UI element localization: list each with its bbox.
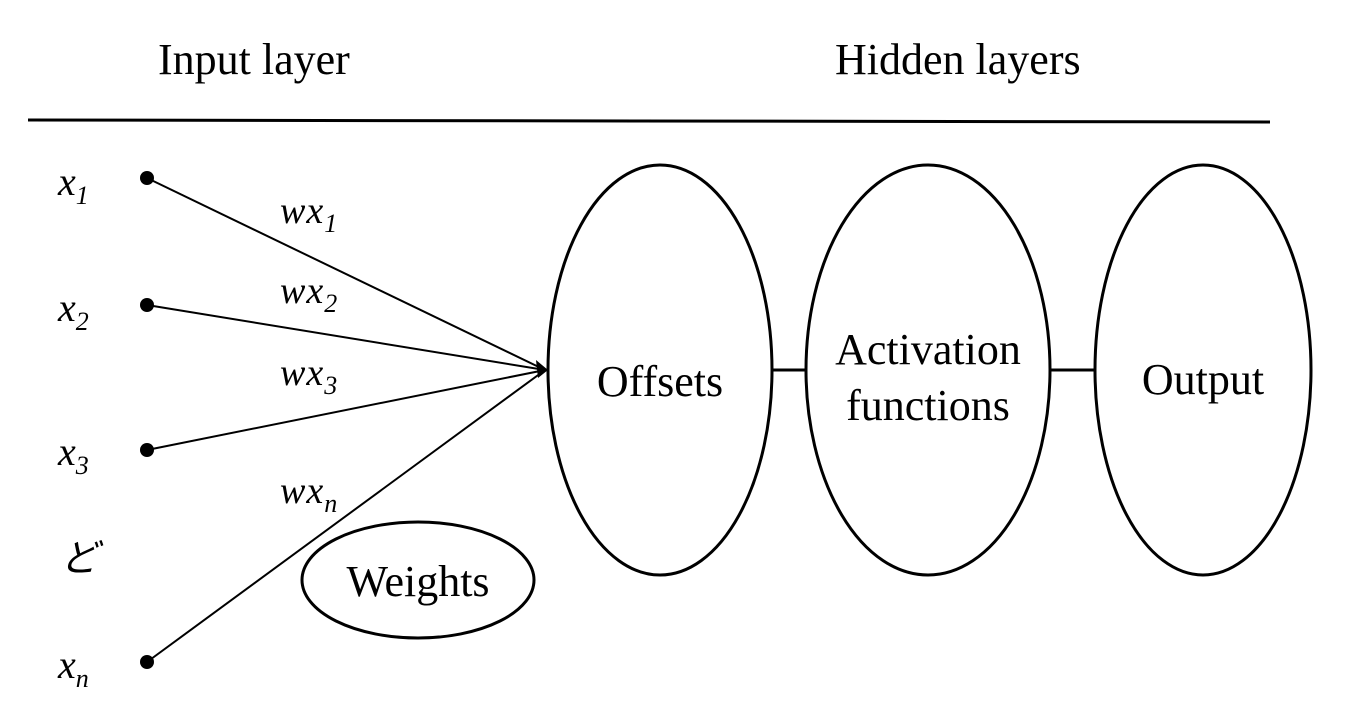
weight-label-wx2: wx2	[280, 270, 339, 318]
input-label-xn: xn	[58, 642, 89, 693]
activation-label-line1: Activation	[835, 325, 1021, 374]
input-label-x1: x1	[58, 159, 89, 210]
header-divider	[27, 118, 1271, 124]
input-ellipsis: ど	[60, 538, 99, 580]
output-label: Output	[1141, 355, 1265, 404]
connection-x2	[146, 304, 546, 371]
hidden-layers-header: Hidden layers	[835, 35, 1081, 84]
weight-label-wx1: wx1	[280, 190, 339, 238]
input-layer-header: Input layer	[158, 35, 350, 84]
connection-x1	[146, 177, 546, 371]
connection-xn	[146, 369, 546, 663]
weight-label-wx3: wx3	[280, 352, 339, 400]
weights-ellipse	[300, 520, 536, 640]
activation-label-line2: functions	[846, 381, 1010, 430]
activation-label: Activation functions	[806, 322, 1050, 434]
weights-label: Weights	[346, 557, 490, 606]
connection-arrowhead	[536, 360, 548, 378]
connection-x3	[146, 369, 546, 451]
offsets-label: Offsets	[596, 357, 724, 406]
input-label-x2: x2	[58, 285, 89, 336]
input-label-x3: x3	[58, 429, 89, 480]
weight-label-wxn: wxn	[280, 470, 339, 518]
